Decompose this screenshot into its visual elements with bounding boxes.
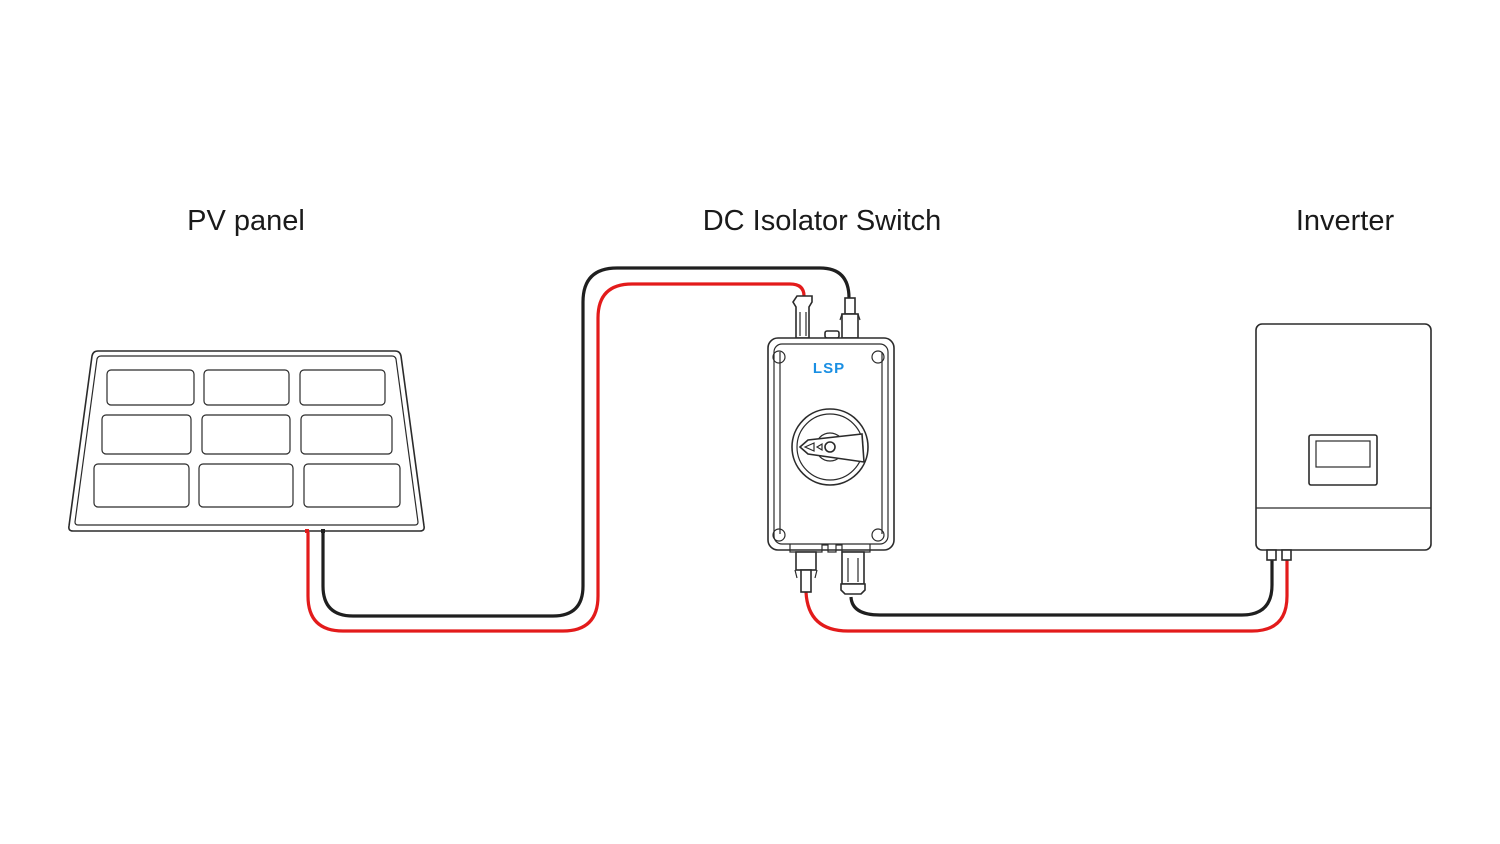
- output-negative-wire: [849, 560, 1274, 617]
- pv-cell: [93, 463, 190, 508]
- pv-cell: [303, 463, 401, 508]
- pv-cell: [203, 369, 290, 406]
- brand-logo: LSP: [813, 360, 845, 377]
- pv-cells: [93, 369, 401, 508]
- top-negative-connector: [839, 297, 861, 339]
- pv-cell: [300, 414, 393, 455]
- top-positive-connector: [792, 295, 813, 339]
- inverter: [1255, 323, 1432, 561]
- inverter-display: [1308, 434, 1378, 486]
- bottom-positive-connector: [794, 551, 818, 593]
- input-positive-wire: [306, 282, 806, 633]
- output-positive-wire: [804, 560, 1289, 633]
- dc-isolator-switch: LSP: [767, 295, 895, 595]
- pv-cell: [106, 369, 195, 406]
- inverter-positive-terminal: [1281, 549, 1292, 561]
- pv-cell: [198, 463, 294, 508]
- input-cable: [306, 266, 851, 633]
- rotary-switch-knob[interactable]: [791, 408, 869, 486]
- isolator-switch-label: DC Isolator Switch: [702, 205, 942, 237]
- inverter-label: Inverter: [1295, 205, 1395, 237]
- bottom-negative-connector: [840, 551, 866, 595]
- input-negative-wire: [321, 266, 851, 618]
- inverter-negative-terminal: [1266, 549, 1277, 561]
- pv-cell: [201, 414, 291, 455]
- pv-panel-label: PV panel: [187, 205, 305, 237]
- pv-cell: [101, 414, 192, 455]
- output-cable: [804, 560, 1289, 633]
- pv-panel: [68, 350, 425, 533]
- pv-cell: [299, 369, 386, 406]
